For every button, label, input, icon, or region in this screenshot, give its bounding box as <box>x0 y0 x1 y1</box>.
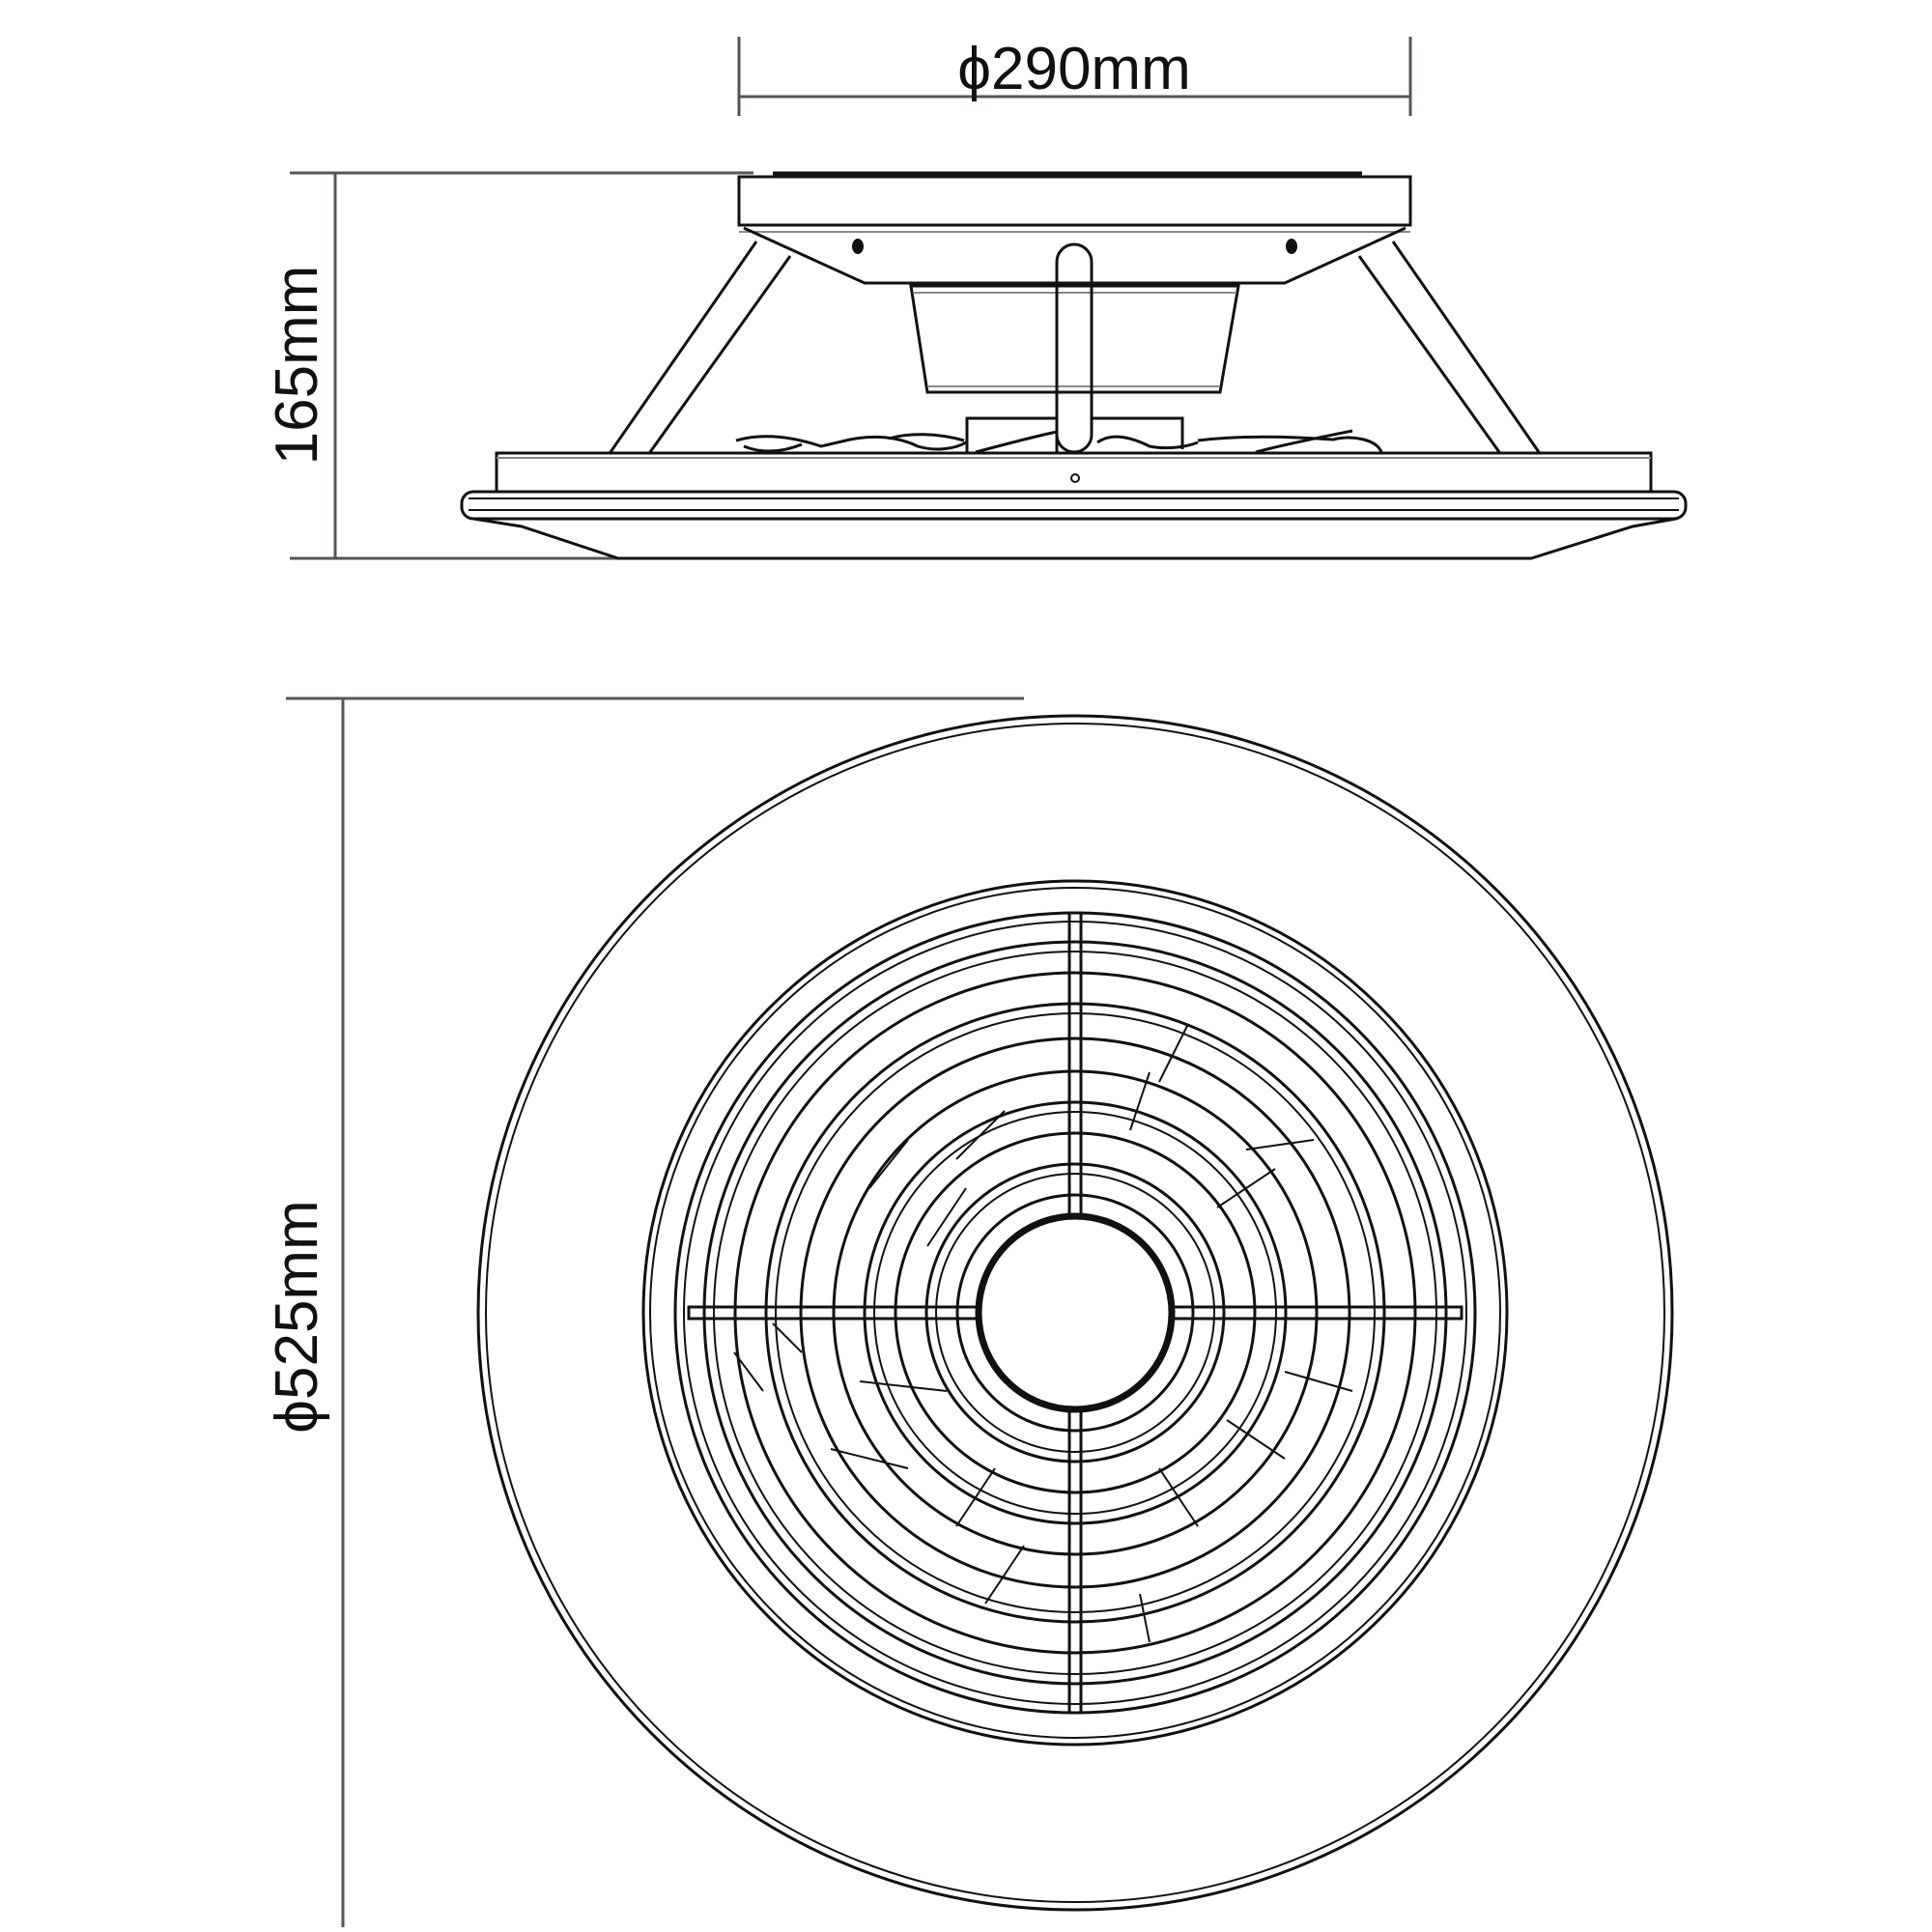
width-dimension-label: ϕ290mm <box>957 36 1190 102</box>
height-dimension: 165mm <box>264 171 753 560</box>
fan-blades-top <box>733 1023 1353 1643</box>
width-dimension: ϕ290mm <box>737 36 1412 116</box>
diameter-dimension: ϕ525mm <box>264 696 1024 1927</box>
bracket-box-right <box>1092 416 1184 449</box>
fan-light-body <box>460 451 1688 560</box>
height-dimension-label: 165mm <box>264 266 330 466</box>
center-hub <box>975 1212 1176 1413</box>
support-legs <box>609 241 1541 453</box>
diameter-dimension-label: ϕ525mm <box>264 1200 330 1433</box>
side-view: ϕ290mm 165mm <box>264 36 1688 560</box>
fan-blades-side <box>735 429 1383 454</box>
motor-housing <box>909 284 1240 394</box>
top-view: ϕ525mm <box>264 696 1674 1927</box>
bracket-box-left <box>965 416 1059 454</box>
center-rod <box>1055 242 1094 454</box>
ceiling-canopy <box>737 171 1412 285</box>
